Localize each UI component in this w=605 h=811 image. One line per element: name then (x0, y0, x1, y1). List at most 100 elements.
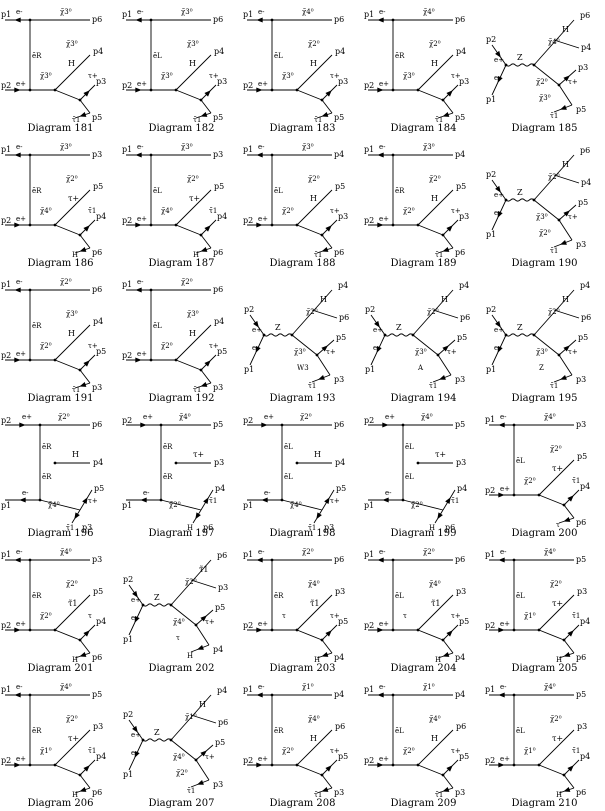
particle-label: χ̃4⁰ (421, 412, 433, 421)
decay-line (54, 594, 91, 631)
particle-label: τ̃1 (435, 790, 443, 799)
particle-label: τ̃1 (314, 115, 322, 124)
decay-line (442, 234, 454, 249)
particle-label: χ̃3⁰ (536, 347, 548, 356)
arrowhead (135, 222, 142, 228)
particle-label: τ+ (88, 342, 98, 350)
decay-line (538, 459, 575, 496)
particle-label: τ̃1 (431, 599, 441, 608)
boson-label: Z (396, 323, 402, 332)
momentum-label: p2 (1, 756, 11, 765)
particle-label: H (562, 295, 569, 304)
arrowhead (14, 557, 21, 563)
particle-label: χ̃1⁰ (524, 746, 536, 755)
decay-line (170, 559, 212, 606)
arrowhead (377, 222, 384, 228)
positron-label: e+ (131, 731, 141, 739)
momentum-label: p5 (213, 420, 223, 429)
positron-label: e+ (494, 191, 504, 199)
arrowhead (19, 497, 26, 503)
boson-wavy-line (142, 738, 172, 742)
diagram-caption: Diagram 206 (27, 798, 94, 809)
particle-label: χ̃3⁰ (60, 142, 72, 151)
momentum-label: p4 (217, 212, 227, 221)
arrowhead (79, 382, 87, 387)
particle-label: χ̃4⁰ (429, 714, 441, 723)
exchange-label: ẽR (32, 727, 42, 735)
arrowhead (376, 346, 382, 353)
momentum-label: p3 (576, 420, 586, 429)
exchange-label: ẽR (32, 322, 42, 330)
particle-label: χ̃1⁰ (524, 611, 536, 620)
particle-label: τ̃1 (314, 250, 322, 259)
positron-label: e+ (500, 755, 510, 763)
decay-line (533, 19, 575, 66)
particle-label: τ+ (435, 450, 446, 459)
arrowhead (446, 765, 453, 772)
momentum-label: p1 (485, 685, 495, 694)
decay-line (432, 309, 459, 319)
momentum-label: p4 (96, 617, 106, 626)
particle-label: χ̃4⁰ (40, 206, 52, 215)
particle-label: τ+ (451, 207, 461, 215)
electron-label: e- (373, 344, 380, 352)
exchange-label: ẽR (42, 443, 52, 451)
particle-label: τ̃1 (435, 115, 443, 124)
electron-label: e- (385, 489, 392, 497)
momentum-label: p4 (93, 47, 103, 56)
decay-line (296, 224, 323, 236)
momentum-label: p4 (214, 47, 224, 56)
momentum-label: p3 (92, 150, 102, 159)
particle-label: H (193, 251, 199, 259)
momentum-label: p4 (215, 484, 225, 493)
exchange-label: ẽR (32, 187, 42, 195)
diagram-caption: Diagram 190 (511, 258, 578, 269)
momentum-label: p3 (456, 587, 466, 596)
particle-label: τ̃1 (68, 599, 78, 608)
particle-label: χ̃3⁰ (181, 142, 193, 151)
particle-label: τ̃1 (314, 790, 322, 799)
arrowhead (83, 630, 90, 637)
momentum-label: p2 (243, 416, 253, 425)
arrowhead (14, 692, 21, 698)
boson-label: Z (517, 188, 523, 197)
arrowhead (83, 360, 90, 367)
momentum-label: p5 (92, 113, 102, 122)
momentum-label: p6 (334, 15, 344, 24)
momentum-label: p3 (92, 383, 102, 392)
decay-line (296, 764, 323, 776)
decay-line (553, 309, 580, 319)
particle-label: τ̃1 (308, 381, 316, 390)
particle-label: χ̃3⁰ (536, 212, 548, 221)
positron-label: e+ (264, 413, 274, 421)
decay-line (296, 629, 323, 641)
particle-label: χ̃2⁰ (60, 277, 72, 286)
momentum-label: p6 (218, 718, 228, 727)
particle-label: τ̃1 (72, 385, 80, 394)
momentum-label: p3 (213, 150, 223, 159)
arrowhead (256, 627, 263, 633)
arrowhead (200, 247, 208, 252)
momentum-label: p1 (1, 550, 11, 559)
electron-label: e- (379, 548, 386, 556)
decay-line (296, 729, 333, 766)
particle-label: χ̃1⁰ (40, 746, 52, 755)
particle-label: H (314, 656, 320, 664)
decay-line (79, 639, 91, 654)
particle-label: τ̃1 (310, 599, 320, 608)
particle-label: χ̃4⁰ (60, 547, 72, 556)
diagram-caption: Diagram 199 (390, 528, 457, 539)
momentum-label: p6 (455, 248, 465, 257)
